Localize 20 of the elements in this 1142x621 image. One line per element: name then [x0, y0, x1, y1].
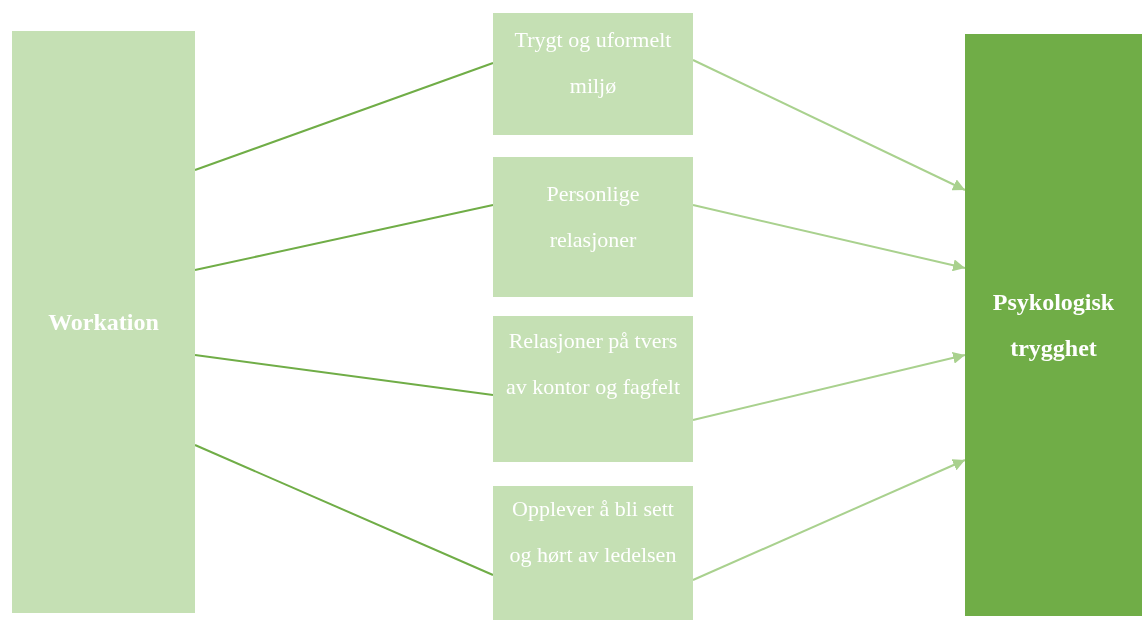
connector-line — [692, 204, 966, 272]
connector-line — [692, 59, 966, 191]
connector-line — [194, 354, 494, 396]
concept-box — [493, 486, 693, 620]
box-label: Personlige relasjoner — [545, 180, 641, 254]
box-label: Relasjoner på tvers av kontor og fagfelt — [504, 327, 682, 401]
connector-line — [692, 351, 966, 421]
box-label: Trygt og uformelt miljø — [513, 26, 673, 100]
concept-box — [493, 13, 693, 135]
concept-box — [493, 157, 693, 297]
concept-box — [493, 316, 693, 462]
connector-line — [194, 204, 494, 271]
connector-line — [692, 459, 966, 581]
connector-line — [194, 444, 494, 576]
box-label: Opplever å bli sett og hørt av ledelsen — [508, 495, 678, 569]
concept-box — [12, 31, 195, 613]
concept-box — [965, 34, 1142, 616]
connector-line — [194, 62, 494, 171]
box-label: Psykologisk trygghet — [991, 288, 1116, 363]
box-label: Workation — [48, 308, 159, 337]
